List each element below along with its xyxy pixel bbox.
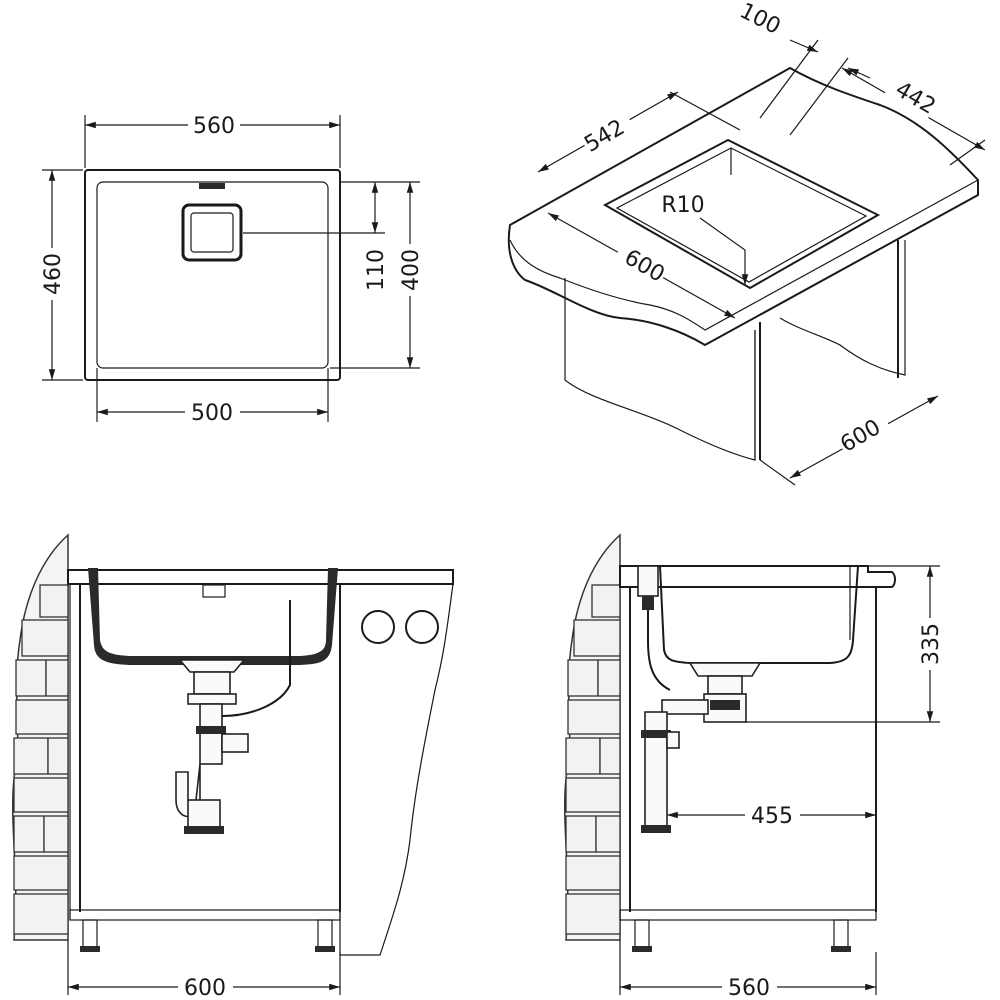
overflow-hose <box>221 600 291 717</box>
dim-label-100: 100 <box>736 0 785 40</box>
sink-outer-outline <box>84 169 341 381</box>
dim-label-600-front: 600 <box>184 976 226 1000</box>
cabinet-leg <box>82 919 98 949</box>
drain-inner <box>190 212 234 253</box>
cabinet-bottom <box>619 909 877 921</box>
drain-outlet <box>661 699 709 715</box>
front-section: 600 <box>12 533 454 1000</box>
drain-body <box>178 659 246 673</box>
cabinet-left-wall <box>564 278 756 461</box>
sink-bowl-section <box>88 568 338 665</box>
ext-line <box>669 91 741 131</box>
ext-line <box>759 39 819 119</box>
r10-leader <box>699 217 749 285</box>
overflow-fitting <box>637 565 659 597</box>
drain-neck <box>707 675 743 695</box>
drain-nut <box>187 693 237 705</box>
dim-label-500: 500 <box>191 401 233 426</box>
cabinet-leg <box>833 919 849 949</box>
cabinet-leg <box>317 919 333 949</box>
socket <box>405 610 439 644</box>
drain-body <box>688 662 762 677</box>
dim-line-100 <box>789 39 819 53</box>
countertop-section <box>67 569 454 585</box>
dim-label-400: 400 <box>399 249 424 291</box>
siphon-nut <box>196 726 226 734</box>
dim-label-335: 335 <box>919 623 944 665</box>
side-panel <box>339 583 454 956</box>
bricks <box>13 584 69 935</box>
dim-label-560: 560 <box>193 114 235 139</box>
siphon-outlet <box>187 799 221 831</box>
sink-bowl-outline <box>96 181 329 369</box>
dim-label-560-side: 560 <box>728 976 770 1000</box>
drain-neck <box>193 671 231 695</box>
drain-outer <box>181 203 243 262</box>
ext-line <box>949 139 986 166</box>
dim-label-r10: R10 <box>661 193 704 218</box>
sink-bowl-side <box>659 565 859 664</box>
side-section: 335 455 560 <box>564 533 944 1000</box>
overflow-slot <box>202 584 226 598</box>
socket <box>361 610 395 644</box>
ext-line <box>759 459 796 486</box>
isometric-view: 100 442 542 R10 600 600 <box>507 0 986 486</box>
dim-label-455: 455 <box>751 804 793 829</box>
overflow-slot <box>199 183 225 189</box>
top-view: 560 460 500 110 400 <box>38 110 424 426</box>
siphon-side-arm <box>221 733 249 753</box>
dim-label-110: 110 <box>364 249 389 291</box>
cabinet-right-wall <box>754 240 906 460</box>
overflow-hose <box>647 610 671 691</box>
dim-label-460: 460 <box>41 253 66 295</box>
ext-line <box>789 57 849 136</box>
countertop-section <box>619 565 896 588</box>
cabinet-bottom <box>69 909 341 921</box>
siphon-arm <box>666 731 680 749</box>
countertop-front-edge <box>509 179 979 331</box>
cabinet-leg <box>634 919 650 949</box>
bricks <box>565 584 621 935</box>
